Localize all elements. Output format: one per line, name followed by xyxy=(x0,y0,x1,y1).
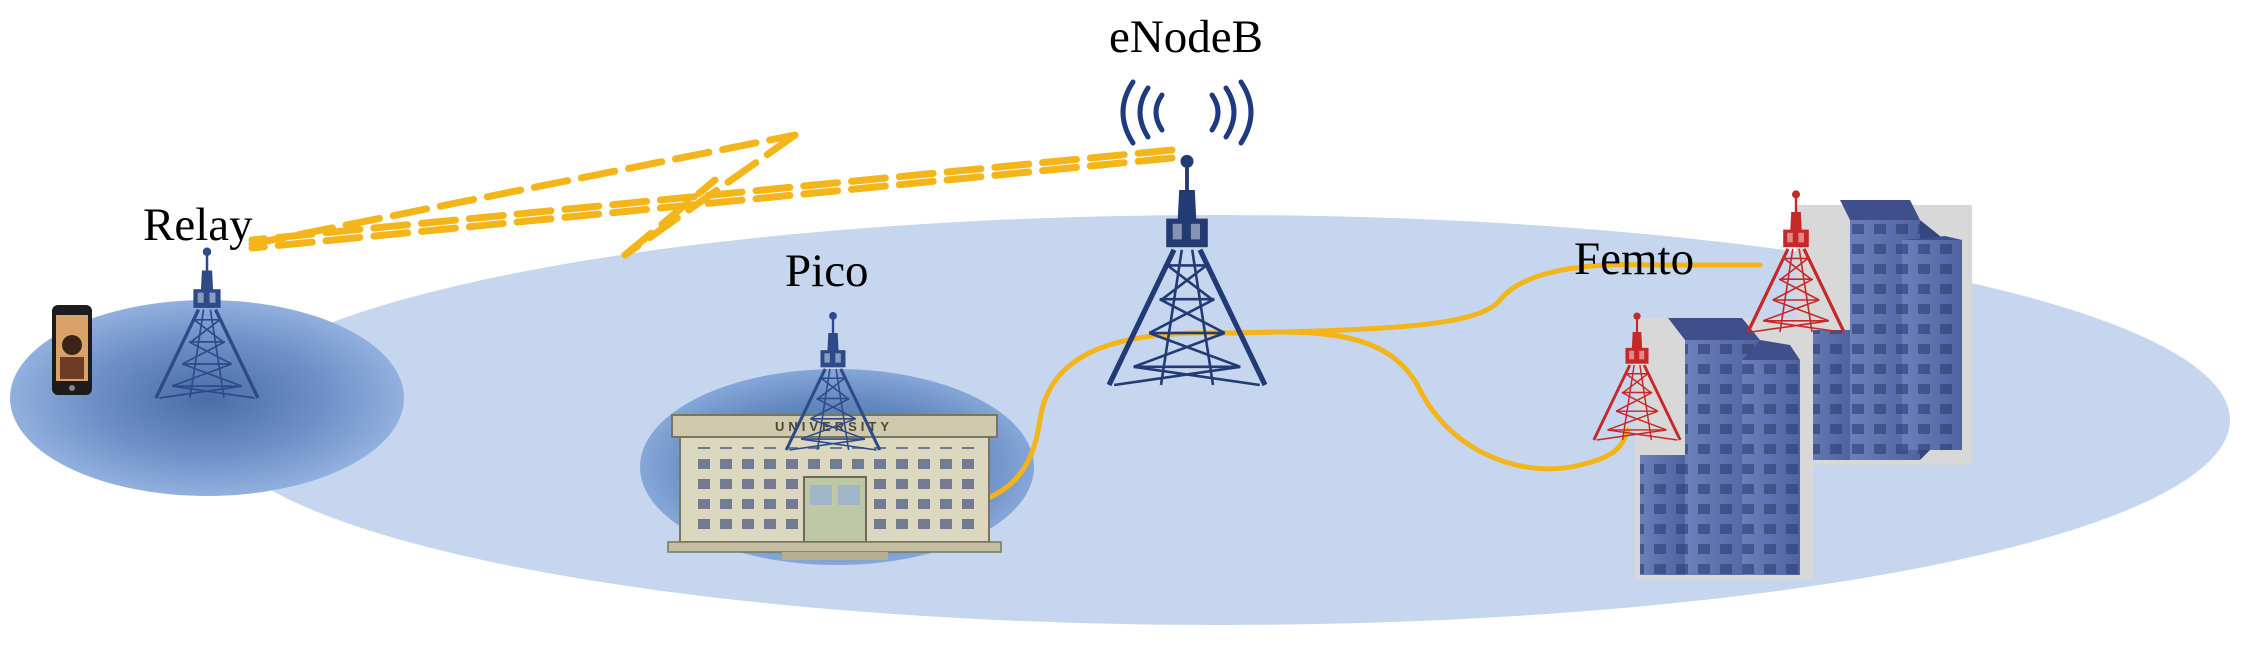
enodeb-label: eNodeB xyxy=(1109,11,1263,63)
relay-cell-coverage xyxy=(10,300,404,496)
wireless-link-relay-reflect xyxy=(248,131,799,248)
femto-label: Femto xyxy=(1574,233,1694,285)
university-building-icon: UNIVERSITY xyxy=(667,414,1002,560)
office-building-icon xyxy=(1635,200,1972,580)
smartphone-icon xyxy=(52,305,92,395)
wireless-link-reflect-up xyxy=(621,176,719,259)
backhaul-enodeb-femto-2 xyxy=(1229,262,1763,336)
pico-label: Pico xyxy=(785,245,869,297)
wireless-link-enodeb-relay-2 xyxy=(248,154,1176,252)
backhaul-enodeb-femto-1 xyxy=(1229,329,1631,472)
signal-waves-icon xyxy=(1120,79,1254,146)
wireless-links xyxy=(248,131,1176,259)
relay-label: Relay xyxy=(143,199,253,251)
